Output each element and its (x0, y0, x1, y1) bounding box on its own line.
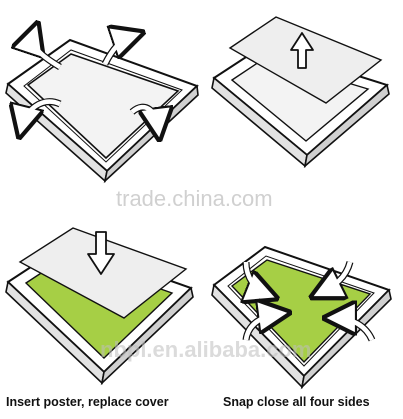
step-1-open-frame (5, 34, 199, 184)
up-arrow-icon (290, 32, 314, 69)
watermark-top: trade.china.com (116, 186, 273, 211)
caption-insert-poster: Insert poster, replace cover (6, 395, 169, 409)
down-arrow-icon (87, 231, 115, 275)
step-2-remove-cover (211, 16, 390, 169)
snap-frame-closed (211, 245, 392, 390)
step-3-insert-poster (5, 227, 194, 386)
caption-snap-close: Snap close all four sides (223, 395, 370, 409)
watermark-bottom: nbpl.en.alibaba.com (100, 337, 312, 362)
poster-sheet (18, 227, 188, 319)
step-4-close-frame (211, 245, 392, 390)
